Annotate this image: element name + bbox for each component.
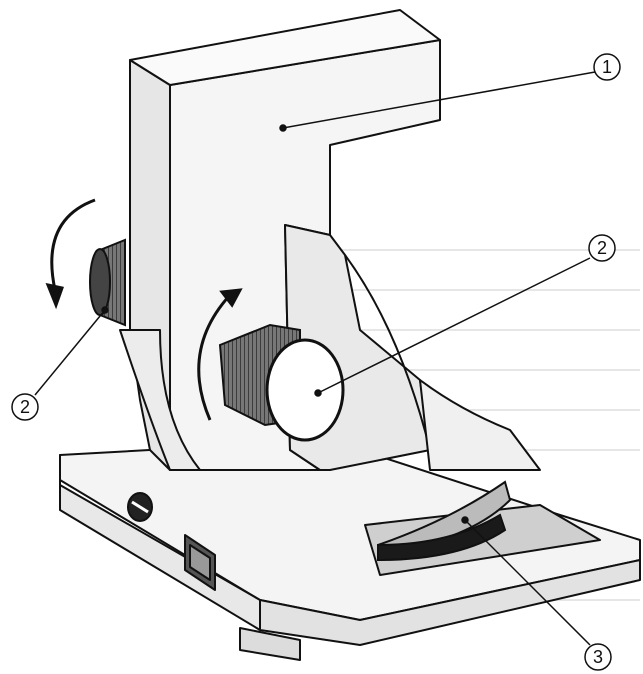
leader-lines [34, 71, 596, 646]
callout-2-left-label: 2 [20, 397, 30, 417]
callout-2-right: 2 [588, 234, 616, 262]
fine-focus-knob [89, 238, 126, 327]
callout-3: 3 [584, 643, 612, 671]
base-dial [377, 480, 512, 562]
callout-1-label: 1 [602, 57, 612, 77]
rotation-arrow-right-icon [197, 288, 243, 421]
base [59, 439, 641, 661]
callout-2-right-label: 2 [597, 238, 607, 258]
callout-3-label: 3 [593, 647, 603, 667]
callout-2-left: 2 [11, 393, 39, 421]
rotation-arrow-left-icon [45, 198, 96, 310]
coarse-focus-knob [218, 323, 345, 442]
callout-1: 1 [593, 53, 621, 81]
